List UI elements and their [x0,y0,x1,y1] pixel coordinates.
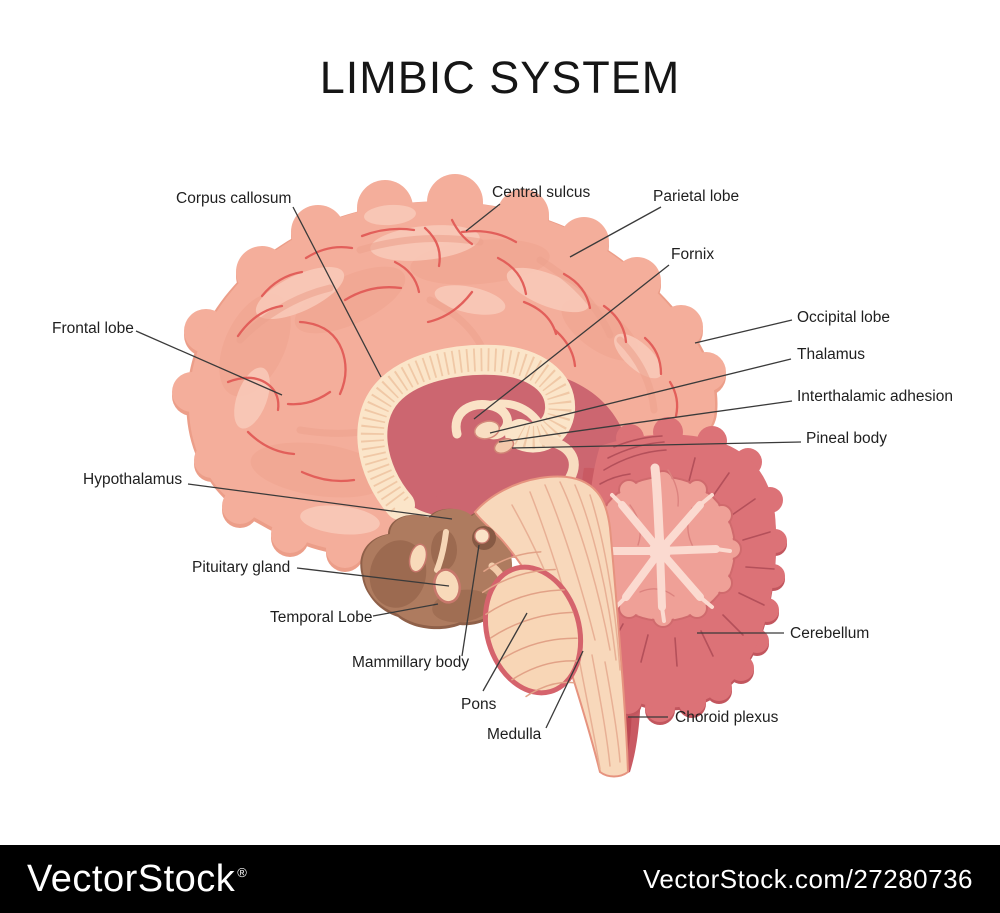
leader-line-central-sulcus [465,203,501,232]
label-corpus-callosum: Corpus callosum [176,190,291,207]
leader-line-parietal-lobe [569,206,662,258]
leader-line-pineal-body [511,441,802,449]
label-mammillary-body: Mammillary body [352,654,469,671]
mammillary-body-shape [472,526,496,550]
label-temporal-lobe: Temporal Lobe [270,609,373,626]
registered-mark: ® [237,864,248,880]
label-pineal-body: Pineal body [806,430,887,447]
image-url-text: VectorStock.com/27280736 [643,863,973,894]
label-interthalamic-adhesion: Interthalamic adhesion [797,388,953,405]
labels-layer: Corpus callosum Central sulcus Parietal lo… [52,184,953,743]
leader-line-frontal-lobe [135,330,283,396]
watermark-bar: VectorStock® VectorStock.com/27280736 [0,845,1000,913]
label-frontal-lobe: Frontal lobe [52,320,134,337]
label-parietal-lobe: Parietal lobe [653,188,739,205]
label-cerebellum: Cerebellum [790,625,869,642]
vectorstock-logo: VectorStock® [27,857,248,900]
pons-shape [481,551,584,698]
label-medulla: Medulla [487,726,542,743]
arbor-vitae [592,463,732,623]
interthalamic-adhesion-shape [473,420,501,440]
label-occipital-lobe: Occipital lobe [797,309,890,326]
leader-line-mammillary-body [461,544,480,657]
leader-line-occipital-lobe [694,319,793,344]
leader-line-medulla [545,650,584,729]
label-fornix: Fornix [671,246,714,263]
cerebellum-shape [584,417,787,725]
label-hypothalamus: Hypothalamus [83,471,182,488]
medulla-striations [511,481,621,770]
leader-line-fornix [473,264,670,420]
leader-line-interthalamic-adhesion [498,400,793,443]
leader-line-thalamus [489,358,792,434]
label-pons: Pons [461,696,497,713]
label-thalamus: Thalamus [797,346,865,363]
leader-line-pons [482,612,528,692]
page-title: LIMBIC SYSTEM [319,52,681,103]
label-central-sulcus: Central sulcus [492,184,590,201]
leader-line-pituitary-gland [296,567,450,587]
leader-line-hypothalamus [187,483,453,520]
leader-line-corpus-callosum [292,206,382,378]
label-pituitary-gland: Pituitary gland [192,559,290,576]
leader-line-temporal-lobe [372,603,439,617]
label-choroid-plexus: Choroid plexus [675,709,779,726]
